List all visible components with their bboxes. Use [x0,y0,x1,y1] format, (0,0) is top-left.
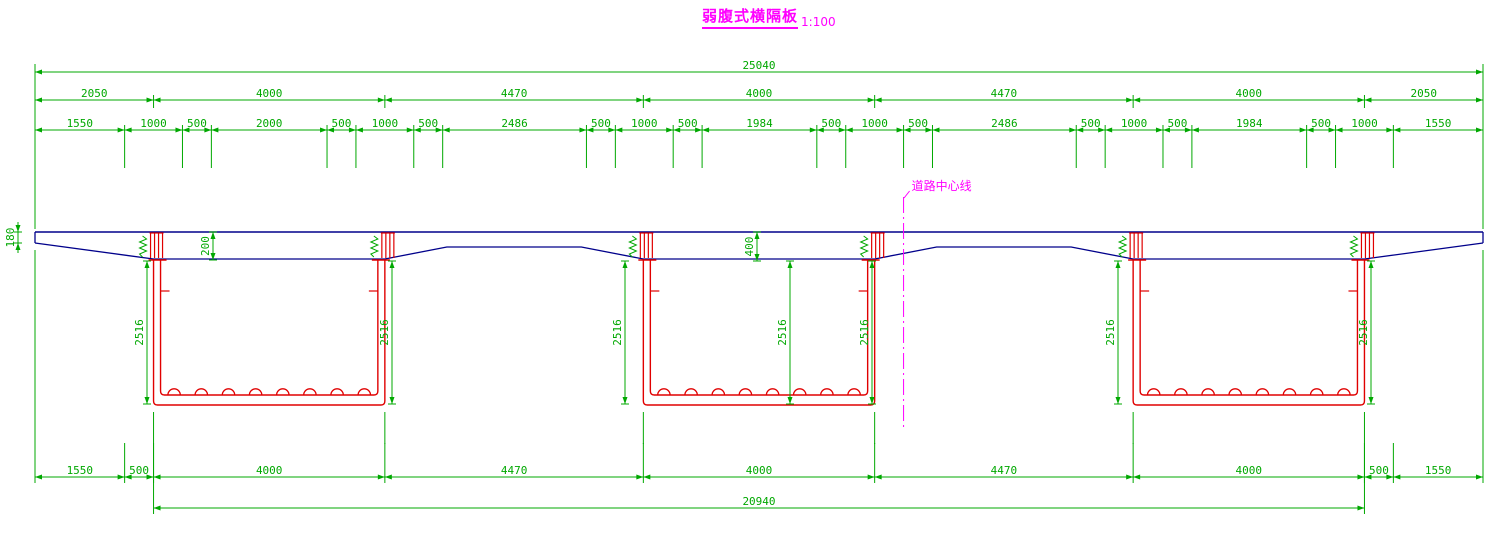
svg-text:2000: 2000 [256,117,283,130]
svg-text:500: 500 [332,117,352,130]
svg-text:4000: 4000 [746,464,773,477]
girder [638,259,880,406]
svg-text:4000: 4000 [256,87,283,100]
svg-text:4470: 4470 [991,464,1018,477]
svg-text:500: 500 [1081,117,1101,130]
dim-row-overall-bottom: 20940 [153,495,1365,514]
svg-text:4000: 4000 [746,87,773,100]
drawing-title: 弱腹式横隔板 [702,5,799,29]
vertical-dims: 2516 2516 2516 2516 2516 2516 2516 180 200 400 [4,222,1375,405]
svg-text:4470: 4470 [501,87,528,100]
svg-text:500: 500 [187,117,207,130]
drawing-scale: 1:100 [801,15,836,29]
svg-text:2516: 2516 [378,319,391,346]
svg-text:4000: 4000 [256,464,283,477]
svg-text:500: 500 [1168,117,1188,130]
extension-lines [34,64,1484,502]
svg-text:500: 500 [908,117,928,130]
dim-row-detail-top: 1550 1000 500 2000 500 1000 500 2486 500 1000 500 1… [34,117,1484,168]
svg-text:4470: 4470 [991,87,1018,100]
road-centerline-label: 道路中心线 [912,178,972,193]
svg-text:2050: 2050 [81,87,108,100]
svg-text:2516: 2516 [133,319,146,346]
svg-text:200: 200 [199,236,212,256]
svg-text:500: 500 [129,464,149,477]
svg-text:1000: 1000 [372,117,399,130]
svg-text:500: 500 [678,117,698,130]
svg-text:2516: 2516 [1104,319,1117,346]
svg-text:25040: 25040 [742,59,775,72]
svg-text:1550: 1550 [67,117,94,130]
svg-text:4470: 4470 [501,464,528,477]
dim-row-girder-spacing-bottom: 1550 500 4000 4470 4000 4470 4000 500 1550 [34,443,1484,483]
girder [148,259,390,406]
svg-text:1550: 1550 [1425,464,1452,477]
svg-text:500: 500 [1369,464,1389,477]
dim-row-girder-spacing-top: 2050 4000 4470 4000 4470 4000 2050 [34,87,1484,108]
svg-text:4000: 4000 [1236,464,1263,477]
svg-text:180: 180 [4,228,17,248]
svg-text:2516: 2516 [776,319,789,346]
shear-connectors [138,232,1375,258]
svg-text:1984: 1984 [746,117,773,130]
girder [1128,259,1370,406]
svg-text:500: 500 [418,117,438,130]
road-centerline [903,190,910,428]
svg-text:2516: 2516 [1357,319,1370,346]
svg-text:1000: 1000 [1351,117,1378,130]
svg-text:1550: 1550 [67,464,94,477]
svg-text:2486: 2486 [501,117,528,130]
svg-text:20940: 20940 [742,495,775,508]
dim-row-overall-top: 25040 [34,59,1484,77]
svg-text:1000: 1000 [631,117,658,130]
svg-text:1000: 1000 [140,117,167,130]
svg-text:500: 500 [591,117,611,130]
svg-text:2516: 2516 [858,319,871,346]
svg-text:500: 500 [1311,117,1331,130]
svg-text:400: 400 [743,237,756,257]
svg-text:4000: 4000 [1236,87,1263,100]
svg-text:1000: 1000 [1121,117,1148,130]
svg-text:2486: 2486 [991,117,1018,130]
svg-text:2050: 2050 [1410,87,1437,100]
svg-text:2516: 2516 [611,319,624,346]
svg-text:1984: 1984 [1236,117,1263,130]
svg-text:1000: 1000 [861,117,888,130]
svg-text:500: 500 [821,117,841,130]
svg-text:1550: 1550 [1425,117,1452,130]
